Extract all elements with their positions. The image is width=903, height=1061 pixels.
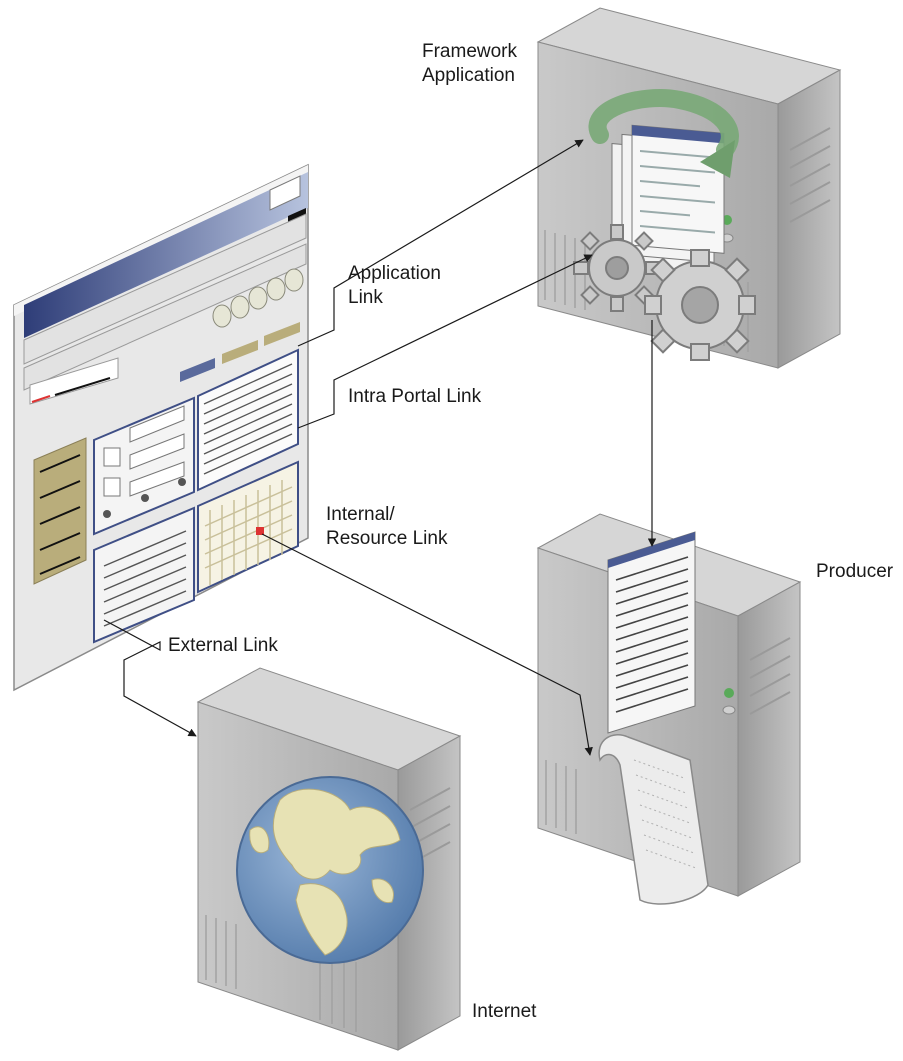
- application-link-line1: Application: [348, 263, 441, 284]
- scroll-icon: [598, 734, 709, 905]
- external-link-label: External Link: [168, 635, 278, 656]
- internal-label-line1: Internal/: [326, 504, 395, 525]
- document-icon: [607, 531, 696, 734]
- application-link-line2: Link: [348, 287, 383, 308]
- internet-label: Internet: [472, 1001, 537, 1022]
- connectors: [103, 139, 657, 756]
- app-window-stack: [611, 124, 725, 273]
- refresh-arrow-icon: [588, 89, 739, 178]
- portlet-form: [93, 396, 195, 536]
- producer-server: [536, 513, 802, 905]
- application-link-label: Application Link: [348, 262, 441, 310]
- internet-server: [196, 667, 462, 1051]
- internal-label-line2: Resource Link: [326, 528, 448, 549]
- producer-label: Producer: [816, 561, 894, 582]
- gear-icon: [573, 224, 661, 312]
- intra-portal-link-line: [297, 254, 593, 429]
- framework-application-label: Framework Application: [422, 40, 517, 88]
- internal-resource-link-line: [261, 533, 593, 756]
- framework-label-line2: Application: [422, 65, 515, 86]
- intra-portal-link-label: Intra Portal Link: [348, 386, 482, 407]
- application-link-line: [297, 139, 584, 347]
- external-link-line: [103, 619, 197, 737]
- portal-window-icon: [13, 163, 309, 692]
- framework-label-line1: Framework: [422, 41, 518, 62]
- portlet-grid: [197, 460, 299, 594]
- globe-icon: [236, 776, 424, 964]
- internal-resource-link-label: Internal/ Resource Link: [326, 503, 447, 551]
- portlet-text: [197, 348, 299, 492]
- framework-server: [536, 7, 842, 369]
- sidebar: [33, 437, 87, 585]
- portlet-list: [93, 506, 195, 644]
- gear-icon-large: [644, 249, 756, 361]
